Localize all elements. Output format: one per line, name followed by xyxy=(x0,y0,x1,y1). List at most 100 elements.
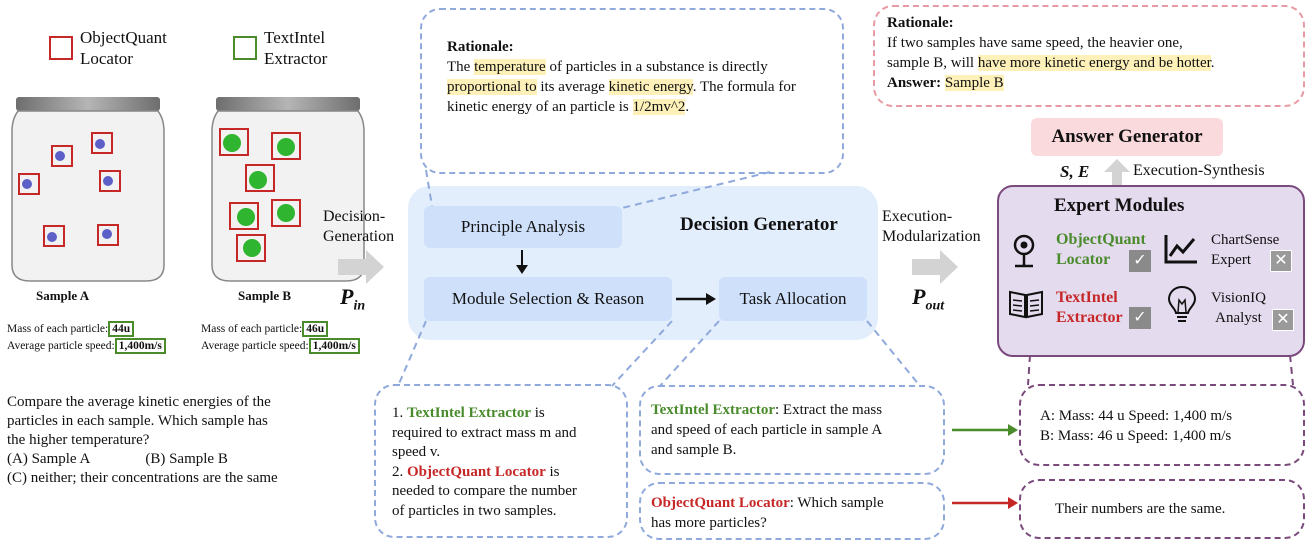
module-reason-box xyxy=(374,384,628,538)
module-selection-box: Module Selection & Reason xyxy=(424,277,672,321)
reason-text: is xyxy=(531,405,545,421)
sample-b-mass-row: Mass of each particle:46u xyxy=(201,321,360,338)
task-text: and speed of each particle in sample A xyxy=(651,422,883,438)
highlight-conclusion: have more kinetic energy and be hotter xyxy=(977,55,1211,71)
highlight-kinetic-energy: kinetic energy xyxy=(608,79,693,95)
result-textintel-text: A: Mass: 44 u Speed: 1,400 m/s B: Mass: … xyxy=(1040,406,1232,446)
task-module-textintel: TextIntel Extractor xyxy=(651,402,775,418)
highlight-proportional: proportional to xyxy=(447,79,537,95)
check-icon: ✓ xyxy=(1129,250,1151,272)
reason-text: of particles in two samples. xyxy=(392,502,557,519)
reason-module-objectquant: ObjectQuant Locator xyxy=(407,463,546,480)
decision-generator-title: Decision Generator xyxy=(680,214,838,235)
line-chart-icon xyxy=(1164,235,1197,264)
sample-b-stats: Mass of each particle:46u Average partic… xyxy=(201,321,360,355)
red-box-legend-icon xyxy=(49,36,73,60)
task-text: : Which sample xyxy=(789,495,884,511)
legend-textintel: TextIntel Extractor xyxy=(264,27,327,69)
reason-text: speed v. xyxy=(392,444,441,460)
check-icon: ✓ xyxy=(1129,307,1151,329)
jar-b xyxy=(211,97,365,282)
module-name-line: ObjectQuant xyxy=(1056,231,1146,248)
question-options-row: (A) Sample A (B) Sample B xyxy=(7,450,347,469)
rationale-text: . xyxy=(1210,55,1215,71)
answer-row: Answer: Sample B xyxy=(887,73,1297,93)
reason-number: 2. xyxy=(392,463,407,480)
module-textintel-name: TextIntel Extractor xyxy=(1056,288,1123,328)
rationale-text: formula for kinetic energy of an particl… xyxy=(447,79,796,115)
rationale-heading: Rationale: xyxy=(447,39,514,55)
rationale-answer-box xyxy=(873,5,1305,107)
sample-b-label: Sample B xyxy=(238,288,292,303)
execution-modularization-arrow-icon xyxy=(912,250,958,284)
highlight-temperature: temperature xyxy=(474,59,546,75)
rationale-principle-box xyxy=(420,8,844,174)
module-name-line: Expert xyxy=(1211,252,1251,268)
module-visioniq-name: VisionIQ Analyst xyxy=(1211,288,1266,328)
se-symbol: S, E xyxy=(1060,162,1090,181)
right-arrow-icon xyxy=(676,293,716,305)
highlight-formula: 1/2mv^2 xyxy=(632,99,686,115)
up-arrow-icon xyxy=(1104,159,1130,185)
module-objectquant-name: ObjectQuant Locator xyxy=(1056,230,1146,270)
down-arrow-icon xyxy=(516,250,528,274)
module-name-line: Locator xyxy=(1056,251,1111,268)
principle-analysis-box: Principle Analysis xyxy=(424,206,622,248)
mass-label: Mass of each particle: xyxy=(7,323,109,335)
execution-modularization-line2: Modularization xyxy=(882,228,981,245)
p-in-subscript: in xyxy=(353,298,366,314)
rationale-principle-text: Rationale: The temperature of particles … xyxy=(447,37,832,117)
question-line: particles in each sample. Which sample h… xyxy=(7,413,268,429)
cross-icon: ✕ xyxy=(1272,309,1294,331)
result-arrows xyxy=(952,424,1018,509)
reason-text: is xyxy=(545,463,560,480)
book-icon xyxy=(1009,290,1043,319)
option-a: (A) Sample A xyxy=(7,451,91,467)
p-out-letter: P xyxy=(912,284,926,309)
legend-textintel-line1: TextIntel xyxy=(264,28,326,47)
sample-a-speed-row: Average particle speed:1,400m/s xyxy=(7,338,166,355)
jar-a xyxy=(11,97,165,282)
sample-a-speed: 1,400m/s xyxy=(114,338,166,354)
reason-item-2: 2. ObjectQuant Locator is xyxy=(392,463,622,483)
p-in-letter: P xyxy=(340,284,354,309)
rationale-text: its average xyxy=(536,79,609,95)
p-out-symbol: Pout xyxy=(912,284,944,314)
task-text: and sample B. xyxy=(651,442,737,458)
result-objectquant-text: Their numbers are the same. xyxy=(1055,501,1226,517)
rationale-line: sample B, will have more kinetic energy … xyxy=(887,53,1297,73)
option-b: (B) Sample B xyxy=(145,451,228,467)
module-name-line: TextIntel xyxy=(1056,289,1118,306)
task-objectquant-box xyxy=(639,482,945,540)
sample-b-mass: 46u xyxy=(302,321,329,337)
question-text: Compare the average kinetic energies of … xyxy=(7,393,347,488)
answer-generator-box: Answer Generator xyxy=(1031,118,1223,156)
result-textintel-box xyxy=(1019,384,1305,466)
decision-generation-line1: Decision- xyxy=(323,208,386,225)
result-line-b: B: Mass: 46 u Speed: 1,400 m/s xyxy=(1040,428,1232,444)
sample-a-mass-row: Mass of each particle:44u xyxy=(7,321,166,338)
answer-value: Sample B xyxy=(944,75,1004,91)
magnifier-icon xyxy=(1013,234,1035,268)
speed-label: Average particle speed: xyxy=(7,340,115,352)
rationale-body: The temperature of particles in a substa… xyxy=(447,57,832,117)
option-c: (C) neither; their concentrations are th… xyxy=(7,470,278,486)
sample-a-stats: Mass of each particle:44u Average partic… xyxy=(7,321,166,355)
module-name-line: Analyst xyxy=(1215,310,1262,326)
green-box-legend-icon xyxy=(233,36,257,60)
task-allocation-box: Task Allocation xyxy=(719,277,867,321)
rationale-text: sample B, will xyxy=(887,55,978,71)
module-reason-text: 1. TextIntel Extractor is required to ex… xyxy=(392,404,622,521)
p-out-subscript: out xyxy=(925,298,945,314)
reason-text: required to extract mass m and xyxy=(392,424,577,441)
execution-modularization-line1: Execution- xyxy=(882,208,953,225)
question-line: Compare the average kinetic energies of … xyxy=(7,394,271,410)
result-objectquant-box xyxy=(1019,479,1305,539)
rationale-answer-text: Rationale: If two samples have same spee… xyxy=(887,13,1297,93)
task-text: : Extract the mass xyxy=(775,402,883,418)
reason-text: needed to compare the number xyxy=(392,483,577,499)
rationale-text: The xyxy=(447,59,475,75)
legend-objectquant-line2: Locator xyxy=(80,49,133,68)
reason-item-1: 1. TextIntel Extractor is xyxy=(392,404,622,424)
